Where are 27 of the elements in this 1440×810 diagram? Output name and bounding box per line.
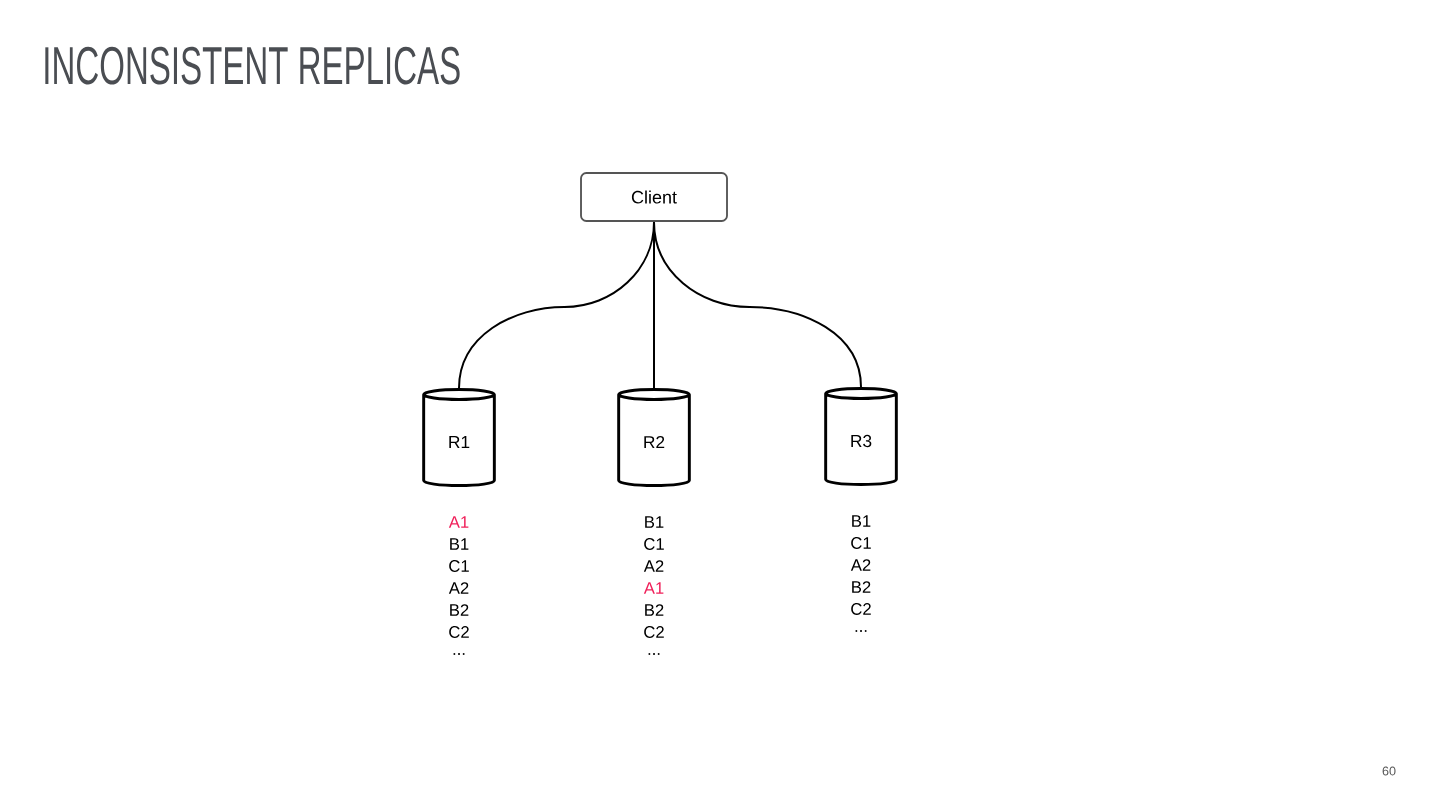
log-entry: B2 bbox=[645, 604, 664, 616]
log-entry: C2 bbox=[644, 626, 664, 638]
database-cylinder: R2 bbox=[617, 388, 691, 488]
log-entry: ... bbox=[855, 630, 867, 632]
log-entry: A2 bbox=[850, 559, 871, 571]
log-entry: C1 bbox=[449, 560, 469, 572]
log-entry: B2 bbox=[450, 604, 469, 616]
database-cylinder: R3 bbox=[824, 387, 898, 487]
log-entry: C1 bbox=[644, 538, 664, 550]
log-entry: C2 bbox=[449, 626, 469, 638]
log-entry: A1 bbox=[448, 516, 469, 528]
log-entry: A1 bbox=[643, 582, 664, 594]
log-entry: B1 bbox=[450, 538, 469, 550]
slide-title: INCONSISTENT REPLICAS bbox=[45, 46, 460, 85]
log-entry: B1 bbox=[852, 515, 871, 527]
log-entry: ... bbox=[453, 653, 465, 655]
client-box: Client bbox=[580, 172, 728, 222]
log-entry: C1 bbox=[851, 537, 871, 549]
database-cylinder: R1 bbox=[422, 388, 496, 488]
log-entry: A2 bbox=[448, 582, 469, 594]
connector-line bbox=[653, 220, 862, 389]
log-entry: A2 bbox=[643, 560, 664, 572]
page-number: 60 bbox=[1382, 766, 1396, 776]
log-entry: C2 bbox=[851, 603, 871, 615]
log-entry: B1 bbox=[645, 516, 664, 528]
log-entry: B2 bbox=[852, 581, 871, 593]
log-entry: ... bbox=[648, 653, 660, 655]
